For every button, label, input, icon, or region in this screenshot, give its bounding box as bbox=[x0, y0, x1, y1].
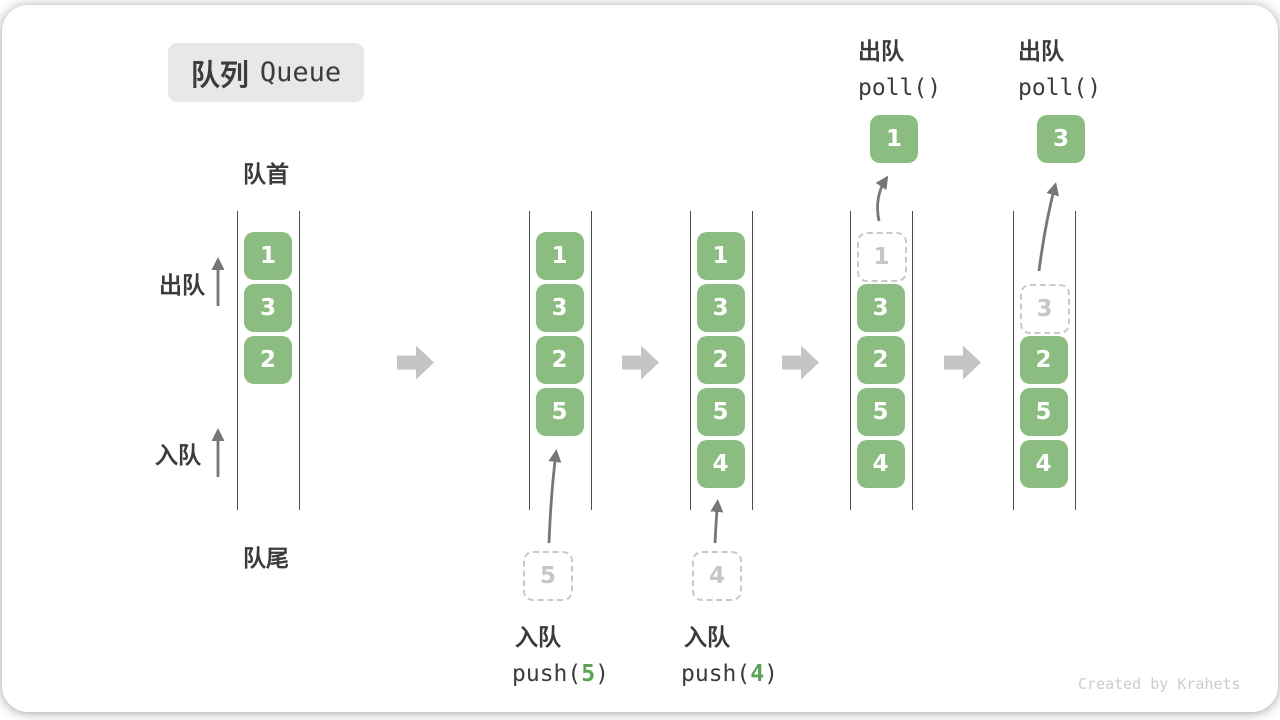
watermark: Created by Krahets bbox=[1078, 675, 1241, 693]
queue-cell: 3 bbox=[696, 284, 745, 332]
queue-wall bbox=[237, 211, 239, 510]
queue-cell: 2 bbox=[696, 336, 745, 384]
code-arg: 4 bbox=[750, 661, 765, 687]
title-zh: 队列 bbox=[190, 57, 249, 92]
queue-cell: 2 bbox=[244, 336, 292, 384]
queue-wall bbox=[299, 211, 301, 510]
op-label: 入队 bbox=[684, 625, 730, 651]
queue-wall bbox=[1074, 211, 1076, 510]
queue-cell: 4 bbox=[696, 440, 745, 488]
state-transition-arrow bbox=[944, 345, 981, 380]
op-code: poll() bbox=[858, 75, 941, 101]
queue-rear-label: 队尾 bbox=[243, 546, 289, 572]
queue-wall bbox=[689, 211, 691, 510]
queue-cell: 5 bbox=[1019, 388, 1068, 436]
queue-cell: 2 bbox=[856, 336, 905, 384]
code-text: push( bbox=[681, 661, 751, 687]
queue-cell: 2 bbox=[535, 336, 584, 384]
queue-wall bbox=[751, 211, 753, 510]
queue-cell: 5 bbox=[856, 388, 905, 436]
enqueue-5-arrow bbox=[547, 449, 562, 544]
queue-front-label: 队首 bbox=[243, 162, 289, 188]
poll-3-arrow bbox=[1037, 182, 1059, 272]
state-transition-arrow bbox=[782, 345, 819, 380]
extracted-cell: 3 bbox=[1037, 115, 1085, 163]
queue-wall bbox=[911, 211, 913, 510]
title-en: Queue bbox=[259, 57, 342, 88]
op-code: push(4) bbox=[681, 661, 778, 687]
code-arg: 5 bbox=[581, 661, 596, 687]
state-transition-arrow bbox=[622, 345, 659, 380]
op-enqueue-push-5: 入队 push(5) bbox=[512, 618, 609, 687]
queue-wall bbox=[1012, 211, 1014, 510]
dequeue-label: 出队 bbox=[159, 273, 205, 299]
queue-cell-removed: 1 bbox=[856, 232, 907, 282]
code-text: ) bbox=[764, 661, 778, 687]
queue-wall bbox=[849, 211, 851, 510]
queue-cell: 3 bbox=[856, 284, 905, 332]
queue-cell: 1 bbox=[244, 232, 292, 280]
code-text: poll() bbox=[1018, 75, 1102, 101]
state-transition-arrow bbox=[397, 345, 434, 380]
op-dequeue-poll-1: 出队 poll() bbox=[858, 32, 941, 101]
queue-cell-removed: 3 bbox=[1019, 284, 1070, 334]
queue-cell: 1 bbox=[696, 232, 745, 280]
queue-cell: 3 bbox=[535, 284, 584, 332]
enqueue-4-arrow bbox=[710, 499, 724, 544]
pending-cell: 4 bbox=[692, 551, 742, 601]
poll-1-arrow bbox=[875, 175, 889, 222]
enqueue-label: 入队 bbox=[155, 443, 201, 469]
queue-cell: 4 bbox=[1019, 440, 1068, 488]
queue-cell: 2 bbox=[1019, 336, 1068, 384]
op-label: 出队 bbox=[1018, 39, 1064, 65]
queue-wall bbox=[590, 211, 592, 510]
op-dequeue-poll-3: 出队 poll() bbox=[1018, 32, 1101, 101]
op-label: 入队 bbox=[515, 625, 561, 651]
queue-cell: 3 bbox=[244, 284, 292, 332]
op-code: push(5) bbox=[512, 661, 609, 687]
queue-wall bbox=[528, 211, 530, 510]
queue-cell: 5 bbox=[535, 388, 584, 436]
queue-cell: 1 bbox=[535, 232, 584, 280]
queue-cell: 4 bbox=[856, 440, 905, 488]
extracted-cell: 1 bbox=[870, 115, 918, 163]
code-text: push( bbox=[512, 661, 582, 687]
code-text: poll() bbox=[858, 75, 942, 101]
pending-cell: 5 bbox=[523, 551, 573, 601]
op-code: poll() bbox=[1018, 75, 1101, 101]
op-label: 出队 bbox=[858, 39, 904, 65]
code-text: ) bbox=[595, 661, 609, 687]
queue-cell: 5 bbox=[696, 388, 745, 436]
title-badge: 队列 Queue bbox=[168, 43, 364, 102]
op-enqueue-push-4: 入队 push(4) bbox=[681, 618, 778, 687]
